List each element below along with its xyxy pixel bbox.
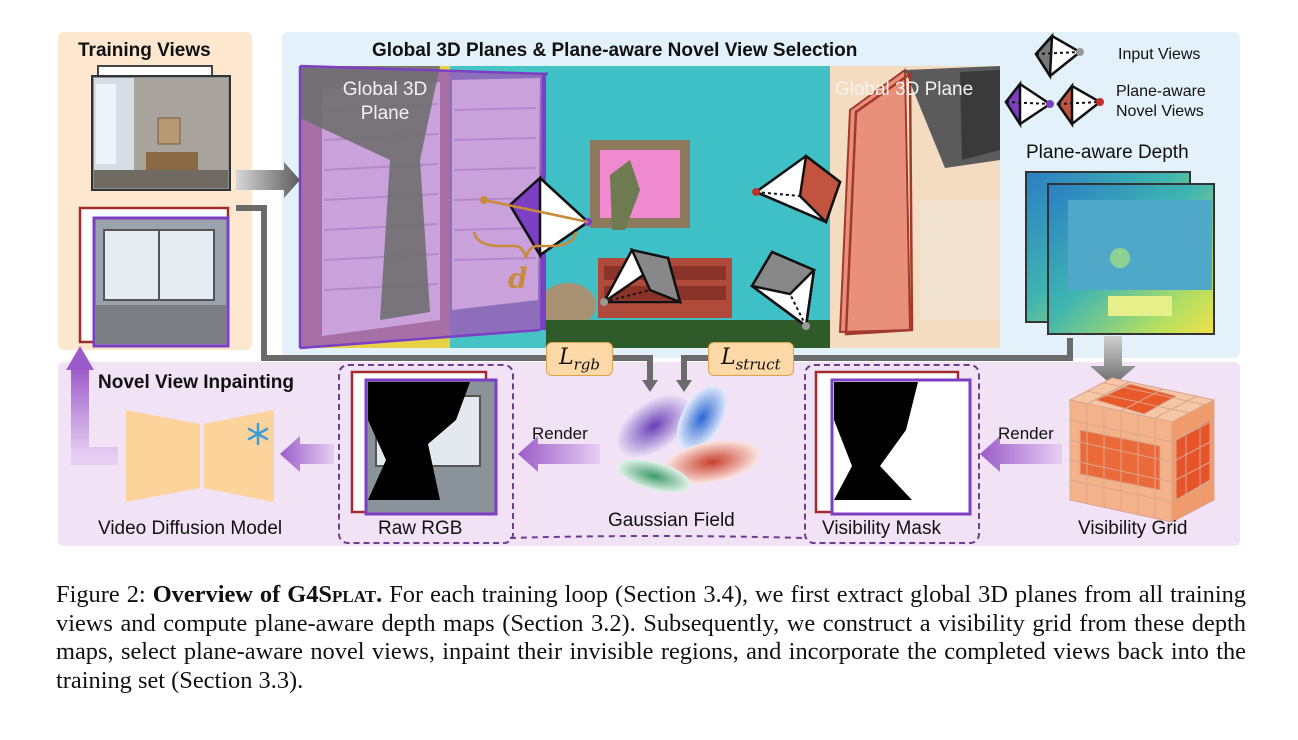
legend-input-camera-icon xyxy=(1034,32,1084,80)
caption-title-b: plat xyxy=(332,581,377,608)
caption-prefix: Figure 2: xyxy=(56,581,153,608)
legend-novel-camera-red-icon xyxy=(1056,82,1104,128)
legend-novel-views: Plane-aware Novel Views xyxy=(1116,83,1206,120)
video-diffusion-label: Video Diffusion Model xyxy=(98,518,283,539)
training-view-stack-bottom xyxy=(78,206,230,348)
visibility-mask-images xyxy=(814,370,972,516)
visibility-grid-cube xyxy=(1068,377,1216,523)
input-view-camera-2 xyxy=(750,250,817,330)
global-planes-title: Global 3D Planes & Plane-aware Novel Vie… xyxy=(372,40,858,61)
novel-view-camera-red xyxy=(752,153,842,225)
plane-label-left: Global 3D Plane xyxy=(342,79,428,124)
connector-struct xyxy=(681,338,1073,382)
depth-title: Plane-aware Depth xyxy=(1026,142,1189,163)
plane-label-right: Global 3D Plane xyxy=(834,79,974,100)
gaussian-field-label: Gaussian Field xyxy=(608,510,735,531)
raw-rgb-label: Raw RGB xyxy=(378,518,463,539)
loss-rgb-badge: Lrgb xyxy=(546,342,613,377)
caption-body: For each training loop (Section 3.4), we… xyxy=(56,581,1246,694)
training-views-title: Training Views xyxy=(78,40,211,61)
connector-rgb xyxy=(236,205,653,382)
arrow-render-grid-to-mask xyxy=(980,436,1062,472)
figure-caption: Figure 2: Overview of G4Splat. For each … xyxy=(56,581,1246,695)
training-view-stack-top xyxy=(91,65,231,191)
visibility-mask-box xyxy=(804,364,980,544)
caption-title-a: Overview of G4S xyxy=(152,581,332,608)
arrow-to-scene xyxy=(236,162,300,198)
visibility-mask-label: Visibility Mask xyxy=(822,518,941,539)
legend-input-views: Input Views xyxy=(1118,46,1201,63)
inpainting-title: Novel View Inpainting xyxy=(98,372,295,393)
snowflake-icon xyxy=(247,422,269,446)
overview-diagram xyxy=(66,32,1216,523)
input-view-camera-1 xyxy=(600,247,682,306)
raw-rgb-box xyxy=(338,364,514,544)
raw-rgb-images xyxy=(350,370,498,516)
arrow-rgb-to-diffusion xyxy=(280,436,334,472)
caption-title-c: . xyxy=(376,581,383,608)
arrow-render-gaussian-to-rgb xyxy=(518,436,600,472)
loss-struct-badge: Lstruct xyxy=(708,342,794,377)
gaussian-field xyxy=(616,385,760,493)
arrow-diffusion-to-training xyxy=(66,346,94,370)
novel-view-camera-purple xyxy=(472,175,592,260)
depth-map-stack xyxy=(1025,171,1215,335)
render-label-right: Render xyxy=(998,424,1054,443)
legend-novel-camera-purple-icon xyxy=(1004,80,1054,129)
render-label-left: Render xyxy=(532,424,588,443)
visibility-grid-label: Visibility Grid xyxy=(1078,518,1188,539)
dashed-connector xyxy=(509,535,805,539)
arrow-depth-to-grid xyxy=(1090,336,1136,386)
distance-label: d xyxy=(508,262,528,295)
